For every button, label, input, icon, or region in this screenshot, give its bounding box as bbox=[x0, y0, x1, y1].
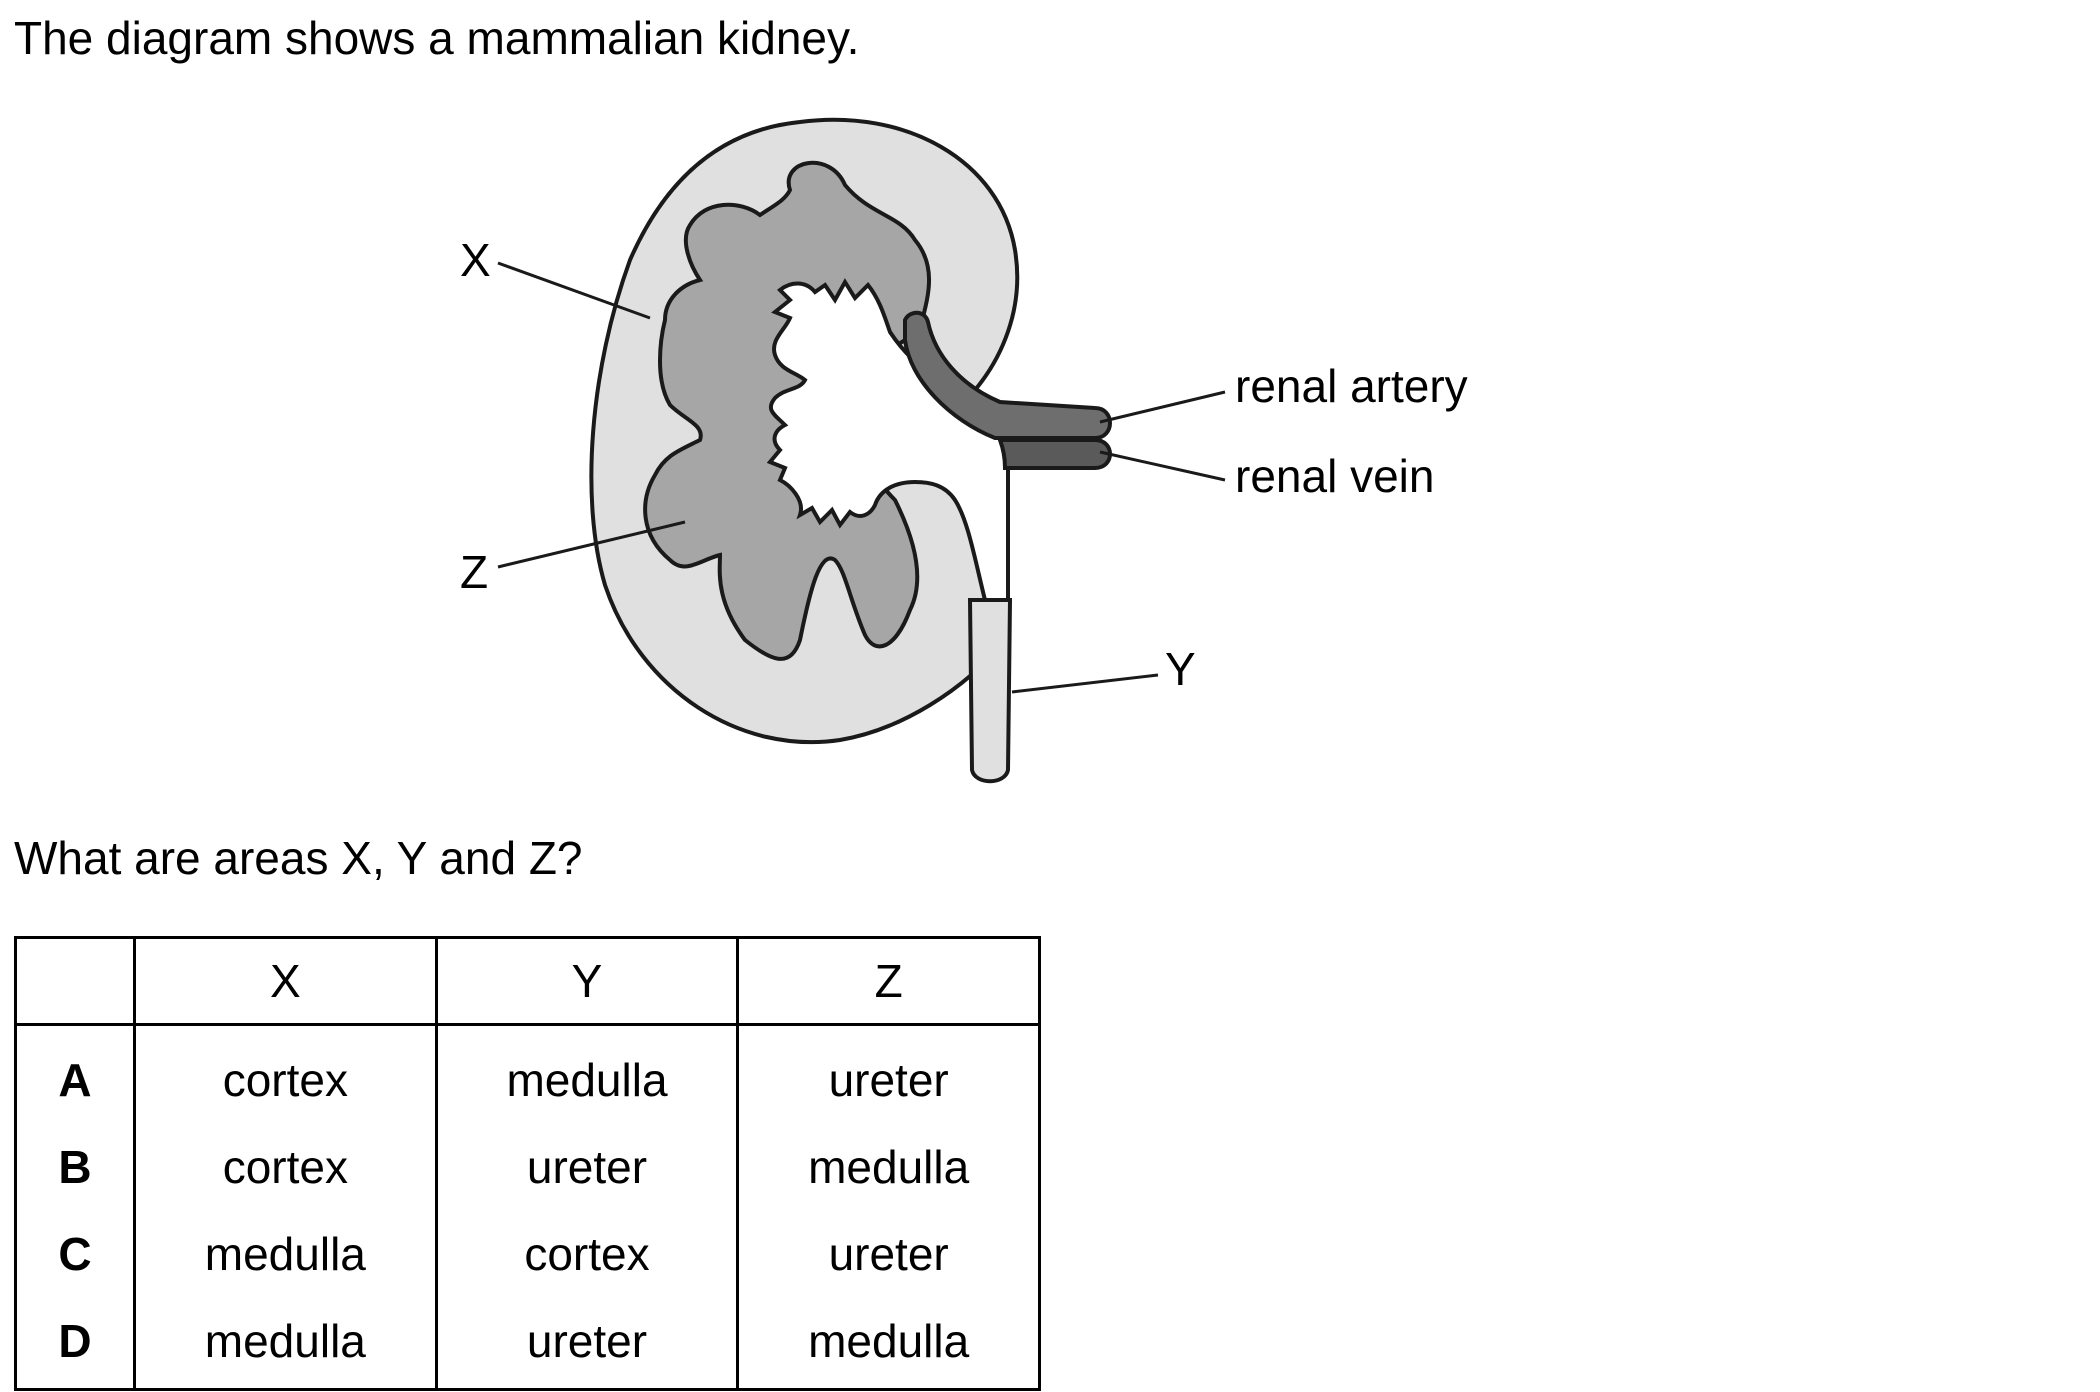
option-letter: A bbox=[58, 1053, 92, 1106]
y-leader-line bbox=[1011, 673, 1159, 694]
renal-artery-vessel bbox=[903, 310, 1112, 440]
label-renal-vein: renal vein bbox=[1235, 450, 1434, 502]
option-y-cell: cortex bbox=[434, 1210, 738, 1297]
option-z-cell: medulla bbox=[736, 1297, 1040, 1390]
option-y-cell: medulla bbox=[434, 1024, 738, 1123]
option-x-cell: medulla bbox=[133, 1297, 437, 1390]
renal-vein-leader-line bbox=[1099, 450, 1226, 482]
z-leader-line bbox=[497, 520, 686, 569]
option-row-d[interactable]: D medulla ureter medulla bbox=[16, 1297, 1040, 1390]
table-header-row: X Y Z bbox=[15, 937, 1040, 1026]
option-x-cell: medulla bbox=[133, 1210, 437, 1297]
option-row-c[interactable]: C medulla cortex ureter bbox=[16, 1210, 1040, 1297]
header-x: X bbox=[133, 937, 437, 1026]
header-y: Y bbox=[434, 937, 738, 1026]
option-z-cell: ureter bbox=[736, 1024, 1040, 1123]
option-x-cell: cortex bbox=[133, 1123, 437, 1210]
header-blank-cell bbox=[15, 937, 135, 1026]
option-letter: C bbox=[58, 1227, 92, 1280]
question-intro-text: The diagram shows a mammalian kidney. bbox=[14, 12, 860, 64]
label-x: X bbox=[460, 234, 491, 286]
option-letter: D bbox=[58, 1314, 92, 1367]
ureter-tube bbox=[967, 598, 1013, 784]
x-leader-line bbox=[497, 261, 651, 320]
option-x-cell: cortex bbox=[133, 1024, 437, 1123]
label-y: Y bbox=[1165, 643, 1196, 695]
label-renal-artery: renal artery bbox=[1235, 360, 1468, 412]
answer-options-table: X Y Z A cortex medulla ureter B cortex u… bbox=[14, 936, 1041, 1391]
question-prompt-text: What are areas X, Y and Z? bbox=[14, 832, 583, 884]
renal-artery-leader-line bbox=[1099, 390, 1226, 424]
option-z-cell: ureter bbox=[736, 1210, 1040, 1297]
option-row-b[interactable]: B cortex ureter medulla bbox=[16, 1123, 1040, 1210]
kidney-diagram: X Z Y renal artery renal vein bbox=[460, 117, 1468, 784]
option-y-cell: ureter bbox=[434, 1123, 738, 1210]
header-z: Z bbox=[736, 937, 1040, 1026]
option-z-cell: medulla bbox=[736, 1123, 1040, 1210]
renal-vein-vessel bbox=[997, 438, 1112, 470]
option-row-a[interactable]: A cortex medulla ureter bbox=[16, 1024, 1040, 1123]
option-letter: B bbox=[58, 1140, 92, 1193]
label-z: Z bbox=[460, 546, 488, 598]
option-y-cell: ureter bbox=[434, 1297, 738, 1390]
